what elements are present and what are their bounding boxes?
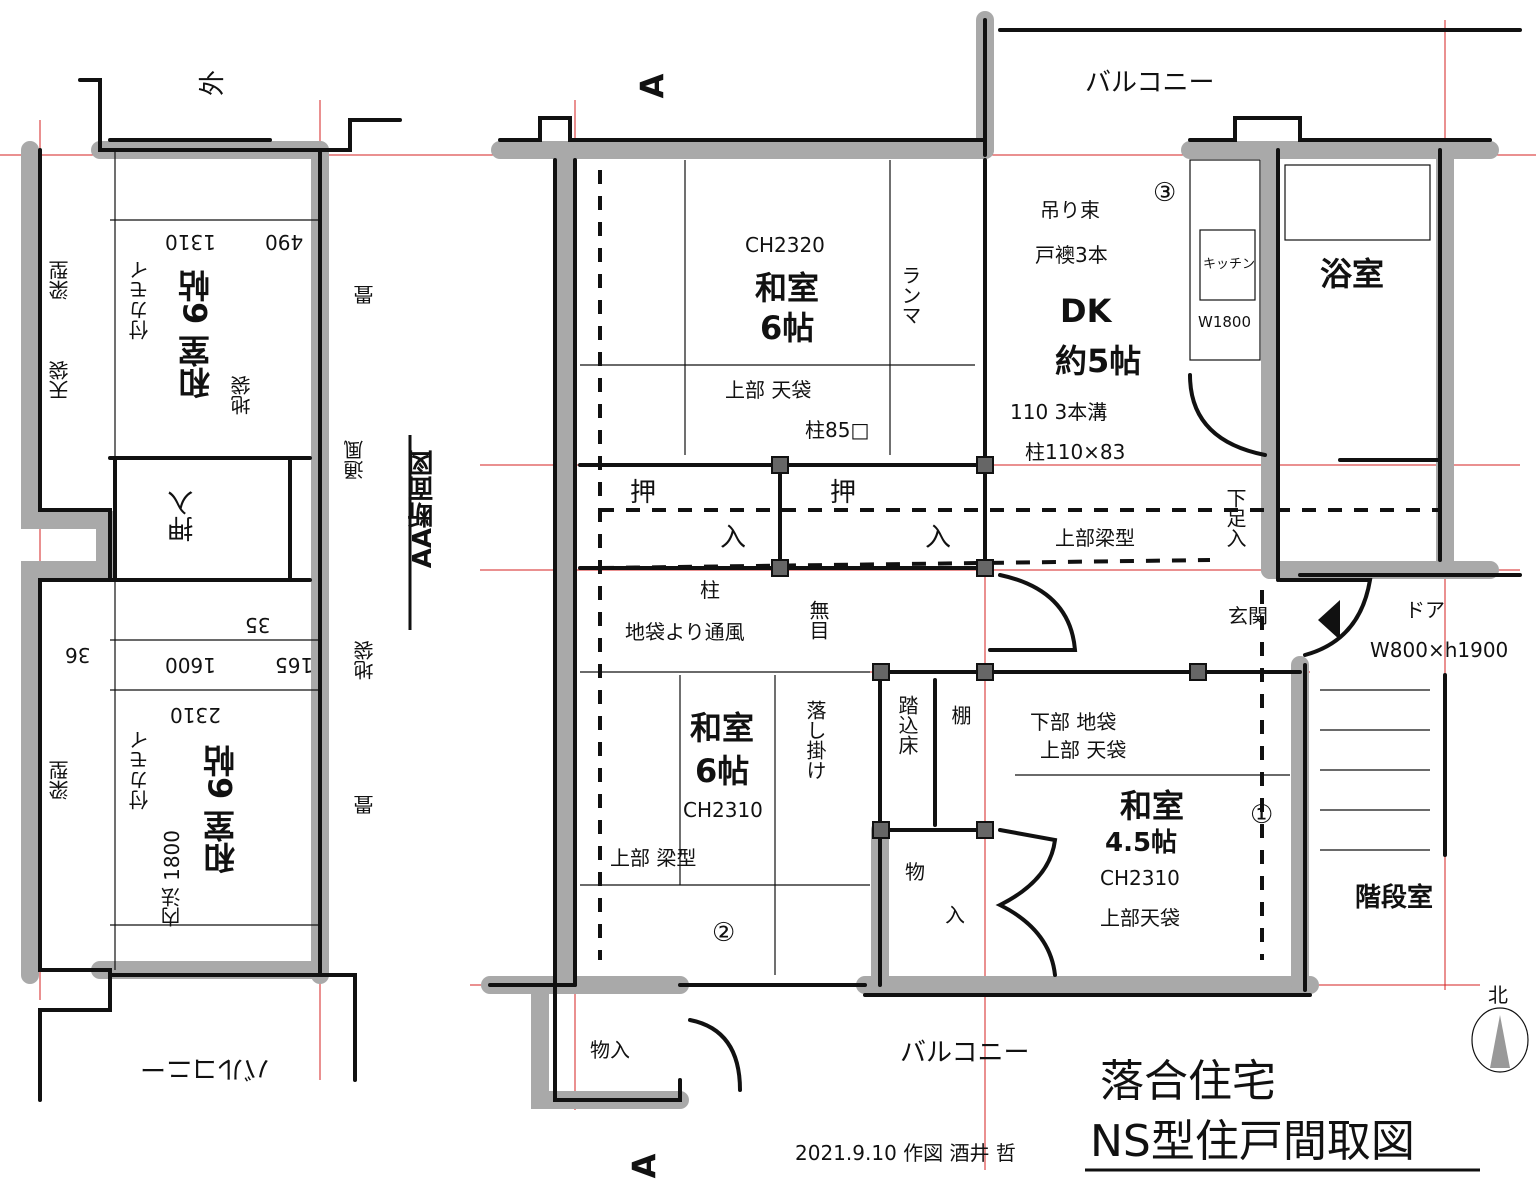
jobu-tenbukuro-label: 上部 天袋: [725, 378, 812, 402]
tatami-top: 畳: [353, 285, 377, 305]
washitsu-b-size: 6帖: [695, 752, 750, 790]
door-arrow-icon: [1318, 600, 1340, 640]
dim-2310: 2310: [170, 703, 221, 727]
tsukekamoi-top: 付カモイ: [128, 260, 152, 340]
drawing-subtitle: NS型住戸間取図: [1090, 1116, 1415, 1167]
genkan-label: 玄関: [1228, 604, 1268, 628]
harikata-label: 梁型: [48, 260, 72, 300]
kitchen-width: W1800: [1198, 313, 1252, 331]
tsurizuka-label: 吊り束: [1040, 198, 1100, 222]
kabu-jibukuro-label: 下部 地袋: [1030, 710, 1117, 734]
jibukuro-bottom: 地袋: [353, 640, 377, 680]
uchinori-label: 内法 1800: [160, 830, 184, 928]
dim-490: 490: [265, 230, 304, 254]
outside-label: 外: [198, 69, 229, 97]
jobu-tenbukuro3-label: 上部天袋: [1100, 906, 1180, 930]
monoire-2: 物入: [590, 1038, 630, 1062]
iri-2: 入: [925, 523, 952, 553]
tsukekamoi-bottom: 付カモイ: [128, 730, 152, 810]
balcony-south: バルコニー: [900, 1038, 1030, 1068]
washitsu-a-size: 6帖: [760, 309, 815, 347]
monoire-1b: 入: [945, 903, 965, 927]
north-label: 北: [1488, 983, 1508, 1007]
kitchen-label: キッチン: [1203, 257, 1256, 272]
tenbukuro-label: 天袋: [48, 360, 72, 400]
oshiire-label: 押入: [168, 490, 198, 542]
section-title: AA断面図: [408, 450, 438, 569]
bath-label: 浴室: [1320, 255, 1385, 293]
monoire-1: 物: [905, 860, 925, 884]
tsufu-label: 通風: [343, 440, 367, 480]
jibukuro-top: 地袋: [230, 375, 254, 415]
tatami-bottom: 畳: [353, 795, 377, 815]
section-room-top: 和室 6帖: [177, 270, 215, 400]
door-size-label: W800×h1900: [1370, 638, 1509, 662]
iri-1: 入: [720, 523, 747, 553]
drawing-credit: 2021.9.10 作図 酒井 哲: [795, 1141, 1016, 1165]
column-marks: [771, 456, 1207, 839]
marker-3: ③: [1153, 178, 1177, 208]
mume-label: 無目: [806, 600, 830, 640]
dk-size: 約5帖: [1055, 342, 1142, 380]
washitsu-b-name: 和室: [690, 709, 755, 747]
jobu-tenbukuro2-label: 上部 天袋: [1040, 738, 1127, 762]
oshi-2: 押: [830, 478, 857, 508]
dim-36: 36: [65, 643, 91, 667]
jobu-harikata2-label: 上部 梁型: [610, 846, 697, 870]
balcony-north: バルコニー: [1085, 68, 1215, 98]
fumikomidoko-label: 踏込床: [895, 695, 919, 755]
jibukuro-tsufu-label: 地袋より通風: [625, 620, 745, 644]
north-arrow-icon: [1490, 1015, 1510, 1068]
hashira-85-label: 柱85□: [805, 418, 870, 442]
washitsu-c-size: 4.5帖: [1105, 828, 1178, 858]
section-balcony: バルコニー: [140, 1053, 270, 1083]
hashira-small-label: 柱: [700, 578, 720, 602]
marker-2: ②: [712, 918, 736, 948]
thin-lines: [110, 150, 1529, 1172]
harikata-bottom: 梁型: [48, 760, 72, 800]
washitsu-a-name: 和室: [755, 269, 820, 307]
washitsu-b-ch: CH2310: [683, 798, 763, 822]
washitsu-a-ch: CH2320: [745, 233, 825, 257]
mizo-label: 110 3本溝: [1010, 400, 1108, 424]
dim-165: 165: [275, 653, 314, 677]
getabako-label: 下足入: [1223, 488, 1247, 548]
dim-35: 35: [245, 613, 271, 637]
section-mark-top: A: [633, 73, 672, 99]
hashira-110-label: 柱110×83: [1025, 440, 1126, 464]
stairs-label: 階段室: [1355, 883, 1434, 913]
tana-label: 棚: [948, 705, 972, 725]
otoshigake-label: 落し掛け: [803, 700, 827, 780]
drawing-title: 落合住宅: [1100, 1056, 1276, 1107]
dim-1600: 1600: [165, 653, 216, 677]
section-room-bottom: 和室 6帖: [202, 745, 240, 875]
washitsu-c-ch: CH2310: [1100, 866, 1180, 890]
dk-name: DK: [1060, 292, 1112, 330]
section-mark-bottom: A: [625, 1153, 664, 1179]
jobu-harikata-label: 上部梁型: [1055, 526, 1135, 550]
oshi-1: 押: [630, 478, 657, 508]
marker-1: ①: [1250, 800, 1274, 830]
ranma-label: ランマ: [898, 265, 922, 325]
door-label: ドア: [1405, 598, 1445, 622]
washitsu-c-name: 和室: [1120, 787, 1185, 825]
dim-1310: 1310: [165, 230, 216, 254]
wall-fills: [21, 11, 1499, 1109]
tofusuma-label: 戸襖3本: [1035, 243, 1108, 267]
